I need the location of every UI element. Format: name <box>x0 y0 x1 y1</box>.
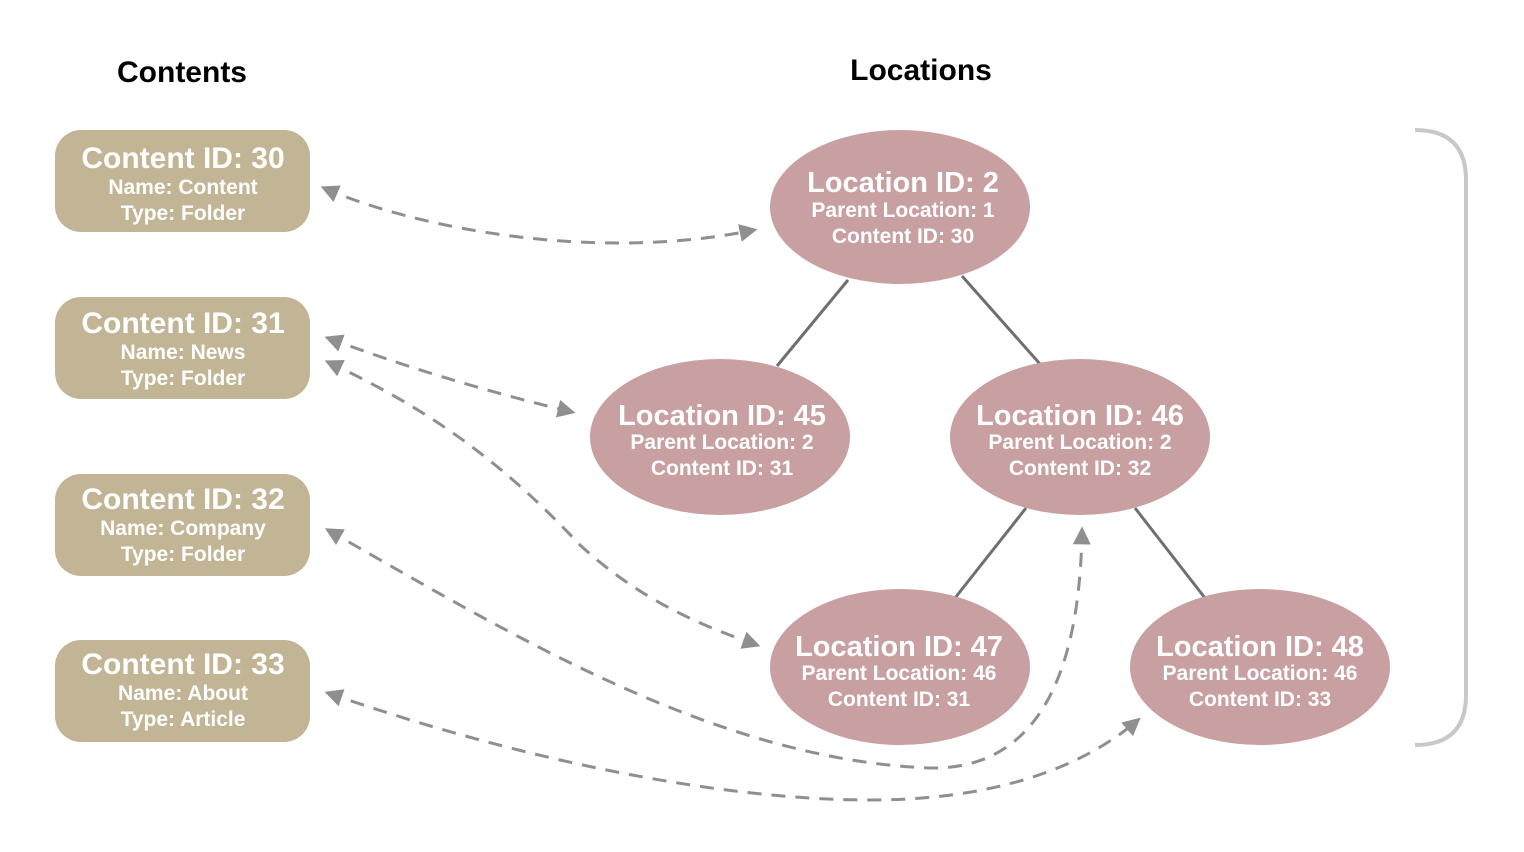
content-box-title: Content ID: 30 <box>81 142 284 175</box>
link-content-30-location-2 <box>320 185 758 245</box>
location-node-title: Location ID: 2 <box>807 167 999 199</box>
tree-edge-46-48 <box>1133 507 1207 599</box>
contents-heading: Contents <box>117 56 247 89</box>
location-node-45: Location ID: 45 Parent Location: 2 Conte… <box>590 359 850 515</box>
location-node-46: Location ID: 46 Parent Location: 2 Conte… <box>950 359 1210 515</box>
location-node-title: Location ID: 48 <box>1156 631 1364 663</box>
content-box-type: Type: Folder <box>121 367 245 390</box>
location-node-title: Location ID: 45 <box>618 400 826 432</box>
content-box-title: Content ID: 31 <box>81 307 284 340</box>
location-node-parent: Parent Location: 1 <box>811 199 995 222</box>
content-box-31: Content ID: 31 Name: News Type: Folder <box>55 297 310 399</box>
location-node-parent: Parent Location: 2 <box>988 431 1171 454</box>
content-box-type: Type: Folder <box>121 543 245 566</box>
content-box-title: Content ID: 32 <box>81 483 284 516</box>
locations-heading: Locations <box>850 54 992 87</box>
content-box-type: Type: Folder <box>121 202 245 225</box>
location-node-2: Location ID: 2 Parent Location: 1 Conten… <box>770 130 1030 284</box>
locations-bracket <box>1414 128 1468 747</box>
content-box-name: Name: News <box>121 341 246 364</box>
location-node-title: Location ID: 47 <box>795 631 1003 663</box>
content-box-32: Content ID: 32 Name: Company Type: Folde… <box>55 474 310 576</box>
content-box-name: Name: Company <box>100 517 266 540</box>
location-node-content: Content ID: 31 <box>651 457 794 480</box>
link-content-33-location-48 <box>324 689 1141 802</box>
content-box-name: Name: Content <box>108 176 257 199</box>
location-node-content: Content ID: 30 <box>832 225 974 248</box>
location-node-parent: Parent Location: 46 <box>802 662 997 685</box>
location-node-48: Location ID: 48 Parent Location: 46 Cont… <box>1130 589 1390 745</box>
location-node-title: Location ID: 46 <box>976 400 1184 432</box>
content-box-name: Name: About <box>118 682 248 705</box>
tree-edge-2-46 <box>960 275 1042 365</box>
tree-edge-46-47 <box>953 507 1028 599</box>
location-node-parent: Parent Location: 2 <box>630 431 813 454</box>
content-box-30: Content ID: 30 Name: Content Type: Folde… <box>55 130 310 232</box>
tree-edge-2-45 <box>775 279 850 367</box>
location-node-content: Content ID: 33 <box>1189 688 1331 711</box>
link-content-31-location-45 <box>324 334 576 418</box>
content-box-type: Type: Article <box>121 708 246 731</box>
location-node-parent: Parent Location: 46 <box>1163 662 1358 685</box>
content-box-title: Content ID: 33 <box>81 648 284 681</box>
location-node-content: Content ID: 32 <box>1009 457 1151 480</box>
content-box-33: Content ID: 33 Name: About Type: Article <box>55 640 310 742</box>
location-node-content: Content ID: 31 <box>828 688 971 711</box>
location-node-47: Location ID: 47 Parent Location: 46 Cont… <box>770 589 1030 745</box>
